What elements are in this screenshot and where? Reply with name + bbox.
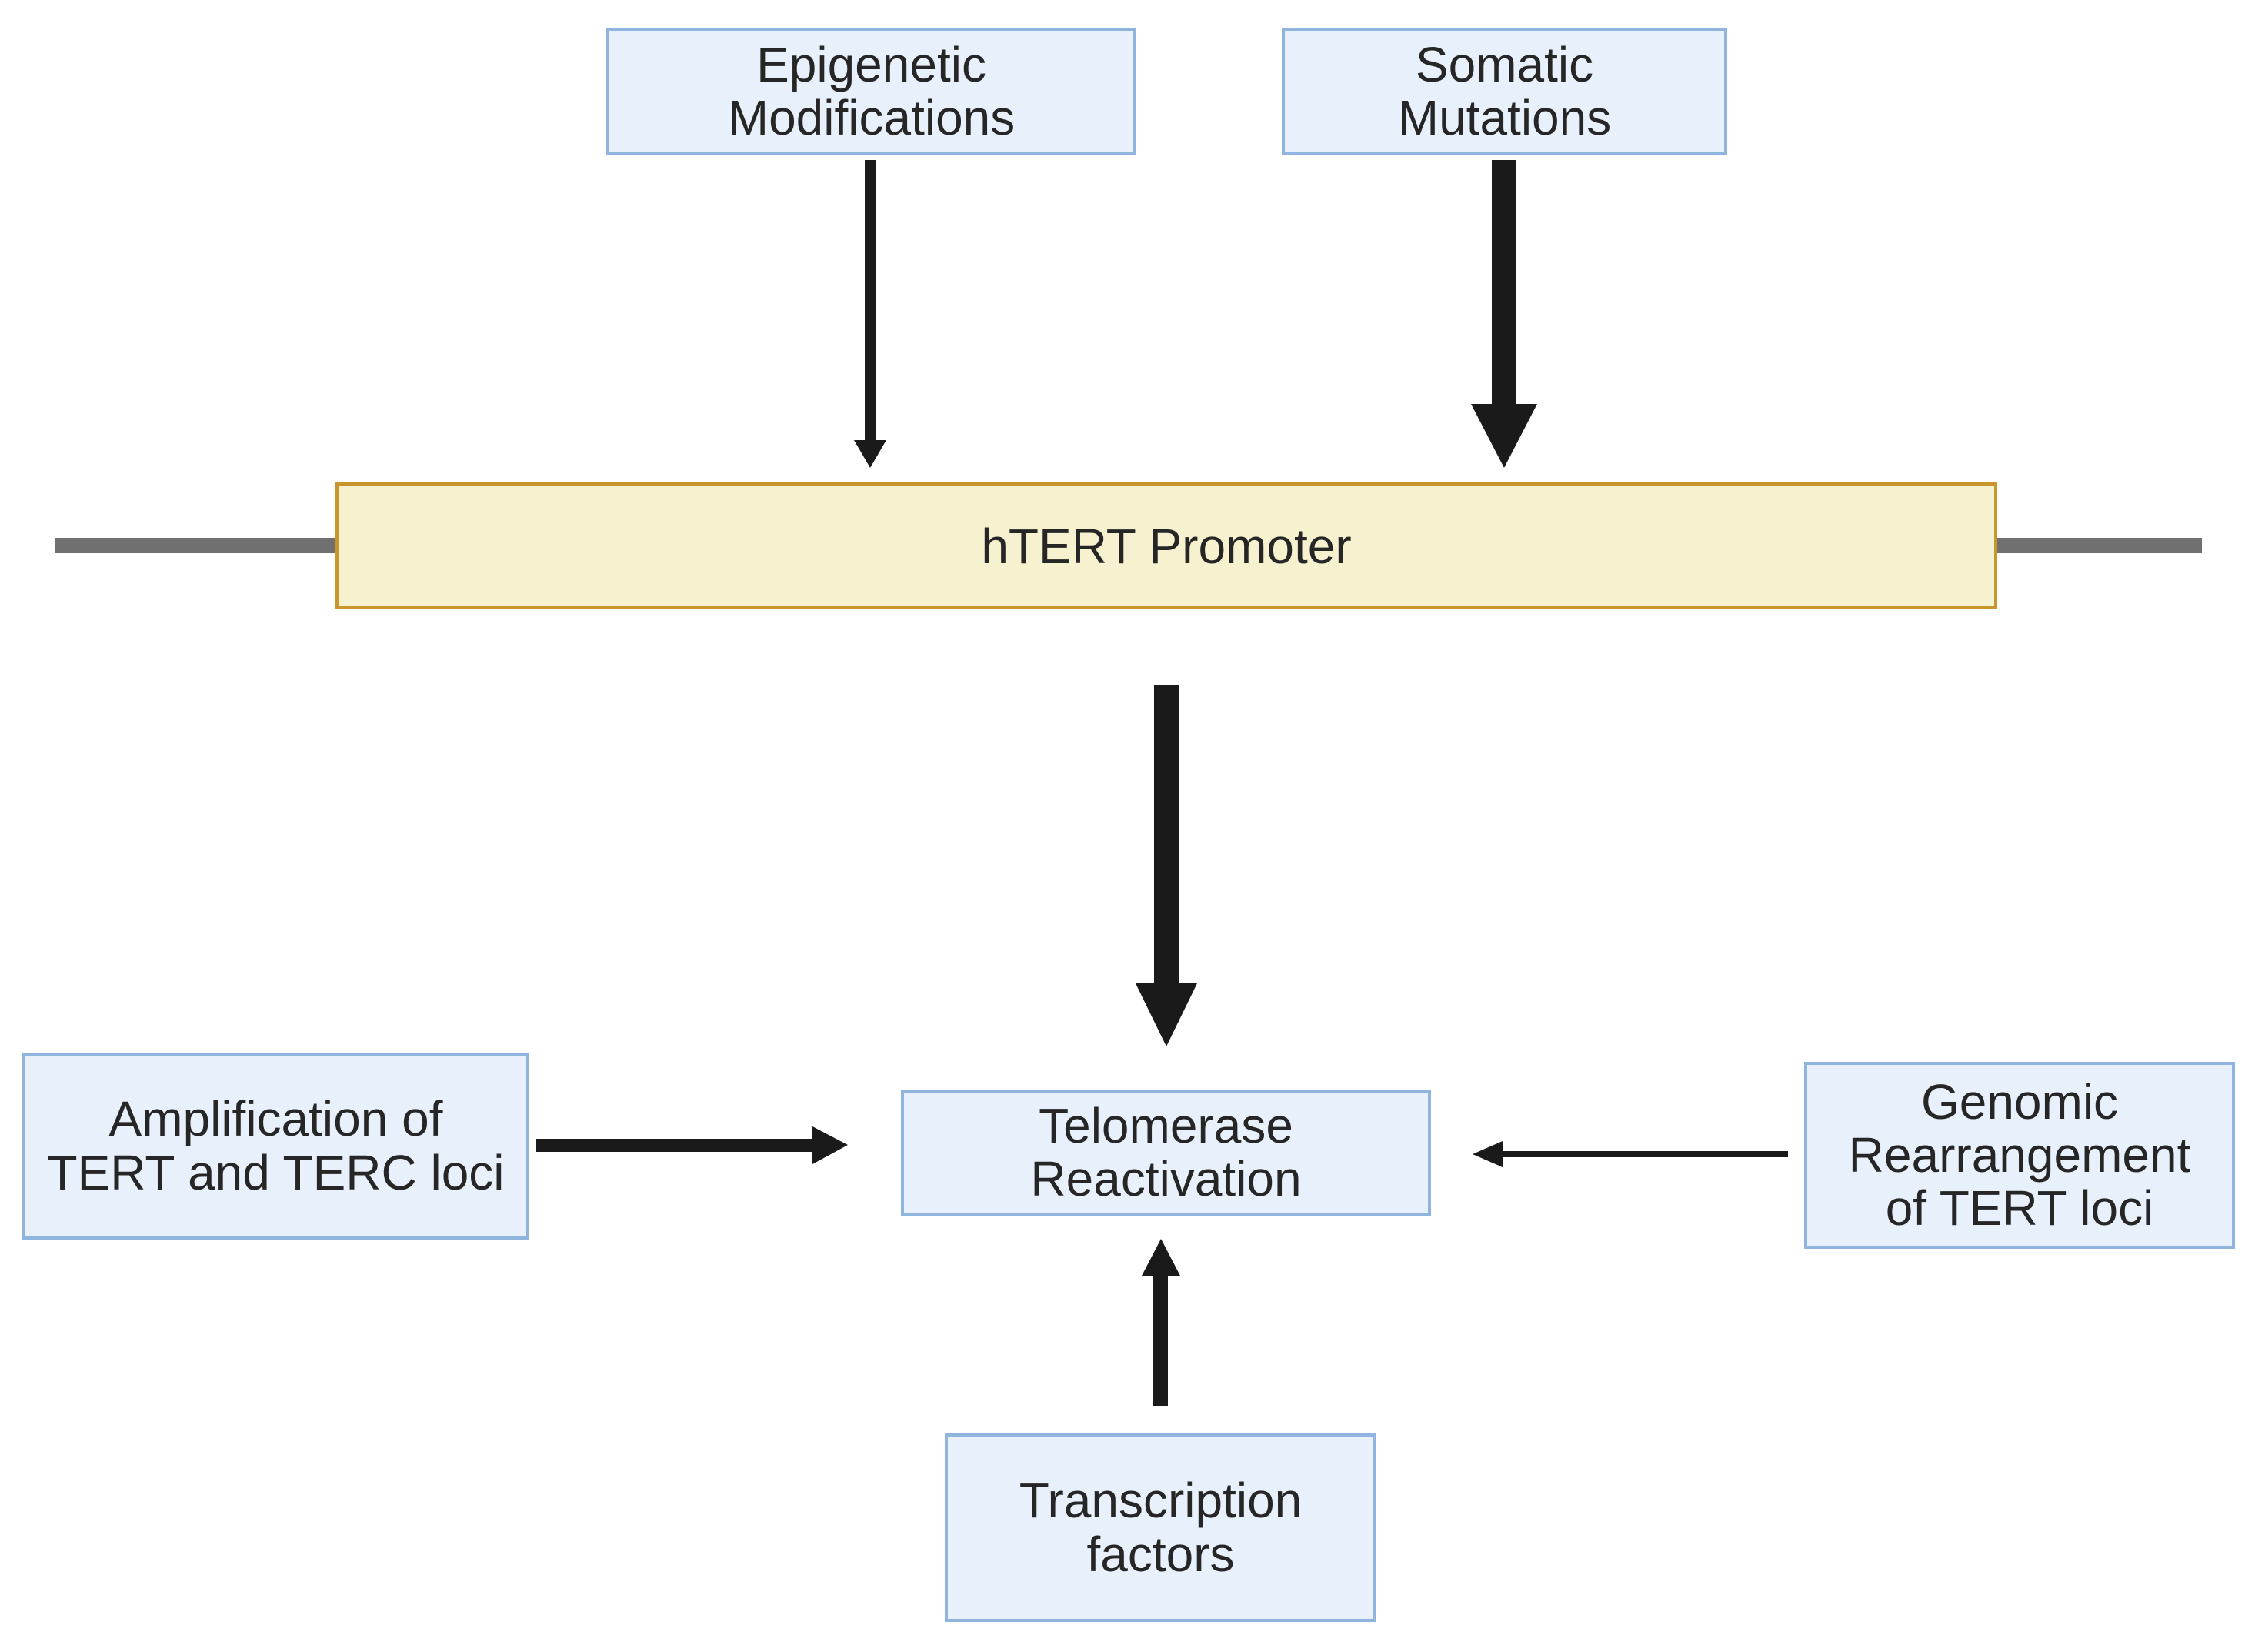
arrow-promoter-to-telomerase bbox=[1136, 685, 1197, 1046]
node-label: Epigenetic Modifications bbox=[727, 36, 1016, 145]
node-label: Genomic Rearrangement of TERT loci bbox=[1848, 1073, 2191, 1236]
node-telomerase-reactivation: Telomerase Reactivation bbox=[901, 1090, 1431, 1216]
dna-line-left bbox=[55, 538, 337, 553]
node-label: Amplification of TERT and TERC loci bbox=[47, 1091, 505, 1200]
node-label: Telomerase Reactivation bbox=[1030, 1097, 1302, 1206]
promoter-label: hTERT Promoter bbox=[981, 518, 1352, 574]
arrow-epigenetic-to-promoter bbox=[854, 160, 886, 468]
node-label: Transcription factors bbox=[1019, 1473, 1303, 1582]
node-genomic-rearrangement: Genomic Rearrangement of TERT loci bbox=[1804, 1062, 2235, 1249]
arrow-genomic-to-telomerase bbox=[1473, 1141, 1788, 1167]
dna-line-right bbox=[1993, 538, 2202, 553]
arrow-transcription-to-telomerase bbox=[1142, 1239, 1180, 1406]
node-epigenetic-modifications: Epigenetic Modifications bbox=[606, 28, 1136, 155]
node-label: Somatic Mutations bbox=[1397, 36, 1612, 145]
node-transcription-factors: Transcription factors bbox=[945, 1433, 1376, 1622]
node-somatic-mutations: Somatic Mutations bbox=[1282, 28, 1727, 155]
promoter-bar: hTERT Promoter bbox=[335, 482, 1997, 609]
arrow-amplification-to-telomerase bbox=[536, 1126, 848, 1164]
arrow-somatic-to-promoter bbox=[1471, 160, 1537, 468]
node-amplification-tert-terc: Amplification of TERT and TERC loci bbox=[22, 1053, 529, 1240]
